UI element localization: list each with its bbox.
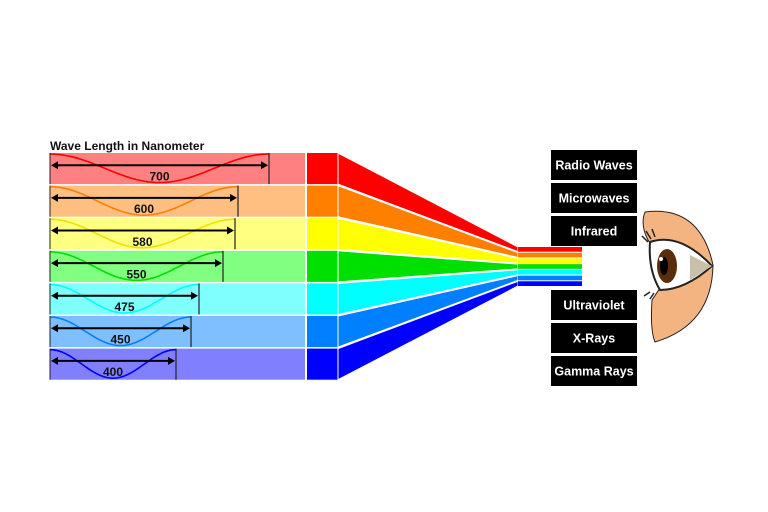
band-450: 450 xyxy=(49,316,338,348)
wavelength-label: 450 xyxy=(110,333,130,347)
spectrum-box xyxy=(551,323,637,353)
band-solid-swatch xyxy=(307,153,338,185)
band-solid-swatch xyxy=(307,348,338,380)
wave-curve xyxy=(49,283,200,314)
band-light-fill xyxy=(50,283,305,315)
band-solid-swatch xyxy=(307,218,338,250)
band-solid-swatch xyxy=(307,185,338,217)
visible-beam-stripe xyxy=(518,275,582,281)
visible-label: Visible xyxy=(591,253,631,267)
band-light-fill xyxy=(50,153,305,185)
visible-beam-stripe xyxy=(518,281,582,286)
band-solid-swatch xyxy=(307,316,338,348)
visible-beam-stripe xyxy=(518,264,582,269)
spectrum-ultraviolet: Ultraviolet xyxy=(551,290,637,320)
band-light-fill xyxy=(50,316,305,348)
spectrum-box xyxy=(551,150,637,180)
spectrum-x-rays: X-Rays xyxy=(551,323,637,353)
visible-beam-stripe xyxy=(518,252,582,258)
spectrum-label: Gamma Rays xyxy=(554,365,633,379)
diagram-title: Wave Length in Nanometer xyxy=(50,139,205,153)
wavelength-label: 475 xyxy=(114,300,134,314)
band-580: 580 xyxy=(49,218,338,250)
visible-beam-stripe xyxy=(518,258,582,264)
wavelength-label: 580 xyxy=(132,235,152,249)
wavelength-label: 400 xyxy=(103,365,123,379)
band-solid-swatch xyxy=(307,283,338,315)
wave-curve xyxy=(49,316,192,347)
band-light-fill xyxy=(50,218,305,250)
wave-curve xyxy=(49,348,177,380)
spectrum-labels: Radio WavesMicrowavesInfraredVisibleLigh… xyxy=(551,150,637,386)
spectrum-label: Ultraviolet xyxy=(563,299,625,313)
band-550: 550 xyxy=(49,250,338,282)
spectrum-infrared: Infrared xyxy=(551,216,637,246)
wavelength-label: 550 xyxy=(126,267,146,281)
light-label: Light xyxy=(596,267,627,281)
spectrum-microwaves: Microwaves xyxy=(551,183,637,213)
spectrum-box xyxy=(551,216,637,246)
spectrum-box xyxy=(551,290,637,320)
spectrum-label: Microwaves xyxy=(559,192,630,206)
spectrum-box xyxy=(551,356,637,386)
spectrum-box xyxy=(551,183,637,213)
band-solid-swatch xyxy=(307,250,338,282)
band-light-fill xyxy=(50,185,305,217)
wave-curve xyxy=(49,185,239,217)
visible-beam-stripe xyxy=(518,247,582,252)
band-400: 400 xyxy=(49,348,338,380)
wave-curve xyxy=(49,251,224,282)
spectrum-label: Infrared xyxy=(571,225,618,239)
band-light-fill xyxy=(50,250,305,282)
wavelength-label: 600 xyxy=(134,202,154,216)
spectrum-label: Radio Waves xyxy=(555,159,632,173)
band-light-fill xyxy=(50,348,305,380)
spectrum-gamma-rays: Gamma Rays xyxy=(551,356,637,386)
eye-icon xyxy=(641,210,714,343)
wavelength-bands: 700 600 580 550 475 450 400 xyxy=(49,153,338,380)
spectrum-label: X-Rays xyxy=(573,332,615,346)
wavelength-label: 700 xyxy=(149,170,169,184)
wave-curve xyxy=(49,153,270,184)
spectrum-radio-waves: Radio Waves xyxy=(551,150,637,180)
wave-curve xyxy=(49,218,236,249)
band-700: 700 xyxy=(49,153,338,185)
light-funnel xyxy=(337,152,582,381)
band-600: 600 xyxy=(49,185,338,217)
visible-beam-stripe xyxy=(518,269,582,275)
band-475: 475 xyxy=(49,283,338,315)
